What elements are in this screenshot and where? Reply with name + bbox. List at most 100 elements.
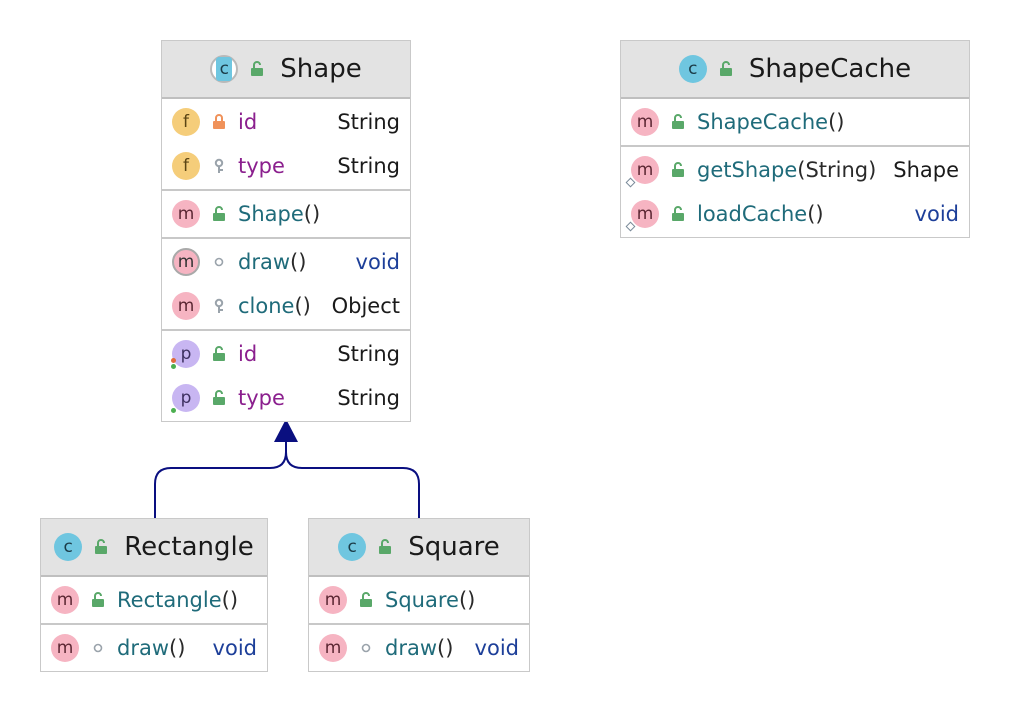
fields-section: f id String f type String [162, 99, 410, 191]
method-icon: m [172, 200, 200, 228]
inheritance-arrowhead [274, 419, 298, 442]
method-row[interactable]: m getShape(String) Shape [621, 148, 969, 192]
constructor-name: Rectangle() [117, 588, 239, 612]
field-name: id [238, 110, 258, 134]
return-type: Shape [893, 158, 959, 182]
static-method-icon: m [625, 156, 659, 188]
setter-dot-icon [171, 364, 176, 369]
public-visibility-icon [206, 346, 232, 362]
constructor-name: ShapeCache() [697, 110, 845, 134]
class-shape-cache[interactable]: c ShapeCache m ShapeCache() m getShape(S… [620, 40, 970, 238]
rectangle-inherits-shape-edge [154, 442, 287, 518]
constructor-row[interactable]: m Rectangle() [41, 578, 267, 622]
methods-section: m draw() void m clone() Object [162, 239, 410, 331]
constructors-section: m Rectangle() [41, 577, 267, 625]
public-visibility-icon [88, 539, 114, 555]
method-row[interactable]: m clone() Object [162, 284, 410, 328]
public-visibility-icon [85, 592, 111, 608]
class-header: c Shape [162, 41, 410, 99]
constructor-row[interactable]: m ShapeCache() [621, 100, 969, 144]
constructor-row[interactable]: m Shape() [162, 192, 410, 236]
class-name: Square [408, 532, 500, 562]
method-row[interactable]: m loadCache() void [621, 192, 969, 236]
constructors-section: m Shape() [162, 191, 410, 239]
return-type: void [212, 636, 257, 660]
private-visibility-icon [206, 114, 232, 130]
static-method-icon: m [625, 200, 659, 232]
class-name: ShapeCache [748, 54, 912, 84]
return-type: Object [331, 294, 400, 318]
class-square[interactable]: c Square m Square() m draw() void [308, 518, 530, 672]
class-name: Rectangle [124, 532, 254, 562]
method-name: clone() [238, 294, 311, 318]
method-name: draw() [238, 250, 307, 274]
constructors-section: m ShapeCache() [621, 99, 969, 147]
field-name: type [238, 154, 285, 178]
method-name: loadCache() [697, 202, 824, 226]
square-inherits-shape-edge [285, 451, 420, 518]
return-type: void [474, 636, 519, 660]
constructor-name: Shape() [238, 202, 321, 226]
protected-visibility-icon [206, 298, 232, 314]
method-name: draw() [385, 636, 454, 660]
property-type: String [337, 342, 400, 366]
property-row[interactable]: p id String [162, 332, 410, 376]
method-row[interactable]: m draw() void [162, 240, 410, 284]
method-icon: m [631, 108, 659, 136]
public-visibility-icon [665, 206, 691, 222]
abstract-method-icon: m [172, 248, 200, 276]
public-visibility-icon [206, 390, 232, 406]
return-type: void [355, 250, 400, 274]
field-icon: f [172, 108, 200, 136]
protected-visibility-icon [206, 158, 232, 174]
property-name: id [238, 342, 258, 366]
public-visibility-icon [353, 592, 379, 608]
package-visibility-icon [353, 640, 379, 656]
class-icon: c [338, 533, 367, 561]
class-header: c ShapeCache [621, 41, 969, 99]
class-icon: c [54, 533, 83, 561]
methods-section: m draw() void [309, 625, 529, 671]
methods-section: m getShape(String) Shape m loadCache() v… [621, 147, 969, 237]
static-marker-icon [625, 177, 636, 188]
property-icon: p [171, 384, 200, 413]
method-icon: m [51, 586, 79, 614]
property-row[interactable]: p type String [162, 376, 410, 420]
class-header: c Rectangle [41, 519, 267, 577]
properties-section: p id String p type String [162, 331, 410, 421]
property-icon: p [171, 340, 200, 369]
property-name: type [238, 386, 285, 410]
return-type: void [914, 202, 959, 226]
constructor-name: Square() [385, 588, 476, 612]
static-marker-icon [625, 221, 636, 232]
package-visibility-icon [206, 254, 232, 270]
public-visibility-icon [206, 206, 232, 222]
field-row[interactable]: f type String [162, 144, 410, 188]
class-icon: c [678, 55, 707, 83]
method-row[interactable]: m draw() void [309, 626, 529, 670]
method-name: draw() [117, 636, 186, 660]
method-icon: m [319, 634, 347, 662]
field-row[interactable]: f id String [162, 100, 410, 144]
public-visibility-icon [372, 539, 398, 555]
constructor-row[interactable]: m Square() [309, 578, 529, 622]
field-icon: f [172, 152, 200, 180]
class-name: Shape [280, 54, 362, 84]
public-visibility-icon [665, 162, 691, 178]
method-row[interactable]: m draw() void [41, 626, 267, 670]
method-name: getShape(String) [697, 158, 877, 182]
methods-section: m draw() void [41, 625, 267, 671]
getter-dot-icon [171, 408, 176, 413]
package-visibility-icon [85, 640, 111, 656]
class-rectangle[interactable]: c Rectangle m Rectangle() m draw() void [40, 518, 268, 672]
class-header: c Square [309, 519, 529, 577]
getter-dot-icon [171, 358, 176, 363]
public-visibility-icon [713, 61, 739, 77]
class-shape[interactable]: c Shape f id String f type String m [161, 40, 411, 422]
method-icon: m [172, 292, 200, 320]
public-visibility-icon [244, 61, 270, 77]
method-icon: m [319, 586, 347, 614]
abstract-class-icon: c [210, 55, 239, 83]
public-visibility-icon [665, 114, 691, 130]
constructors-section: m Square() [309, 577, 529, 625]
